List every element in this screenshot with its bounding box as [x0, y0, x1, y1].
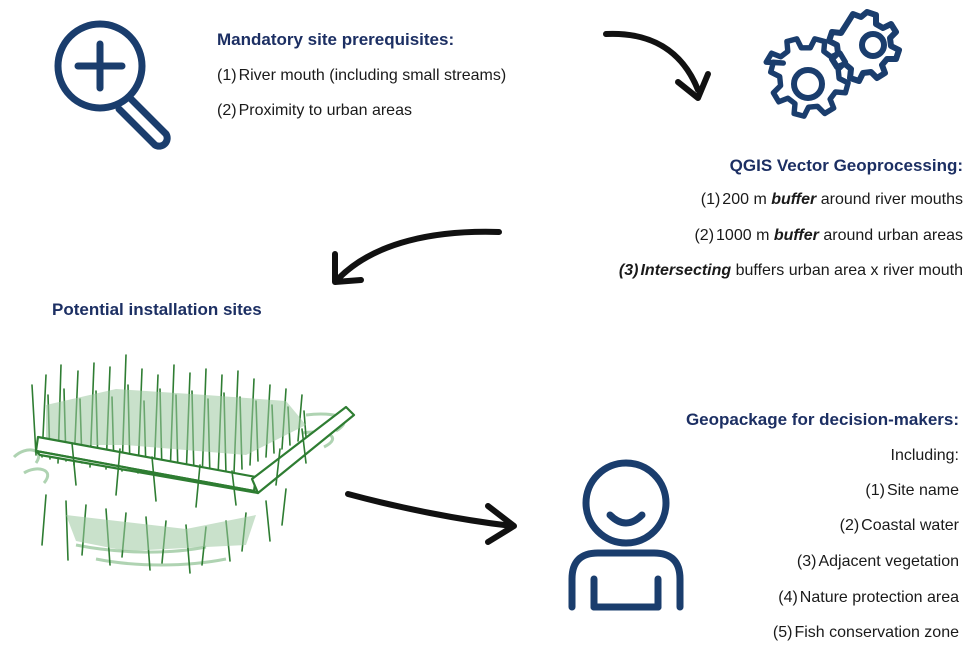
geopackage-item-2: (2)Coastal water	[840, 516, 959, 536]
item-text: Adjacent vegetation	[818, 553, 959, 570]
item-number: (2)	[839, 517, 860, 534]
item-text-emphasis: buffer	[771, 191, 817, 208]
flow-arrow-3	[345, 491, 517, 545]
geopackage-item-1: (1)Site name	[865, 481, 959, 501]
item-number: (4)	[778, 589, 798, 606]
gears-icon	[763, 9, 902, 119]
item-number: (2)	[217, 102, 237, 119]
geoprocessing-item-3: (3)Intersecting buffers urban area x riv…	[619, 261, 963, 281]
prerequisite-item-2: (2)Proximity to urban areas	[217, 101, 412, 121]
geopackage-item-5: (5)Fish conservation zone	[773, 623, 959, 643]
geoprocessing-item-2: (2)1000 m buffer around urban areas	[694, 226, 963, 246]
item-text-pre: 1000 m	[716, 227, 774, 244]
prerequisite-item-1: (1)River mouth (including small streams)	[217, 66, 506, 86]
person-icon	[568, 459, 684, 611]
item-text: Site name	[886, 482, 959, 499]
item-text-post: around urban areas	[818, 227, 963, 244]
item-number: (1)	[865, 482, 885, 499]
geoprocessing-title: QGIS Vector Geoprocessing:	[729, 156, 963, 175]
flow-arrow-2	[332, 228, 502, 285]
item-text-pre: 200 m	[722, 191, 772, 208]
seagrass-planting-frame-icon	[12, 354, 356, 574]
geopackage-intro: Including:	[890, 447, 960, 464]
geopackage-item-4: (4)Nature protection area	[778, 588, 959, 608]
item-text-emphasis: Intersecting	[640, 262, 732, 279]
sites-title: Potential installation sites	[52, 300, 262, 319]
item-number: (1)	[700, 191, 721, 208]
item-text-emphasis: buffer	[773, 227, 819, 244]
item-text: Fish conservation zone	[794, 624, 959, 641]
geoprocessing-item-1: (1)200 m buffer around river mouths	[701, 190, 963, 210]
item-number: (3)	[618, 262, 639, 279]
item-text-post: around river mouths	[816, 191, 963, 208]
item-number: (1)	[217, 67, 237, 84]
geopackage-title: Geopackage for decision-makers:	[685, 410, 959, 429]
search-plus-icon	[54, 20, 171, 150]
item-text-post: buffers urban area x river mouth	[731, 262, 963, 279]
item-number: (5)	[772, 624, 793, 641]
item-number: (3)	[796, 553, 817, 570]
prerequisites-title: Mandatory site prerequisites:	[217, 30, 455, 49]
geopackage-item-3: (3)Adjacent vegetation	[797, 552, 959, 572]
item-text: Coastal water	[861, 517, 959, 534]
item-text: Nature protection area	[799, 589, 959, 606]
item-text: River mouth (including small streams)	[238, 67, 507, 84]
item-text: Proximity to urban areas	[238, 102, 412, 119]
item-number: (2)	[694, 227, 715, 244]
flow-arrow-1	[603, 30, 711, 101]
